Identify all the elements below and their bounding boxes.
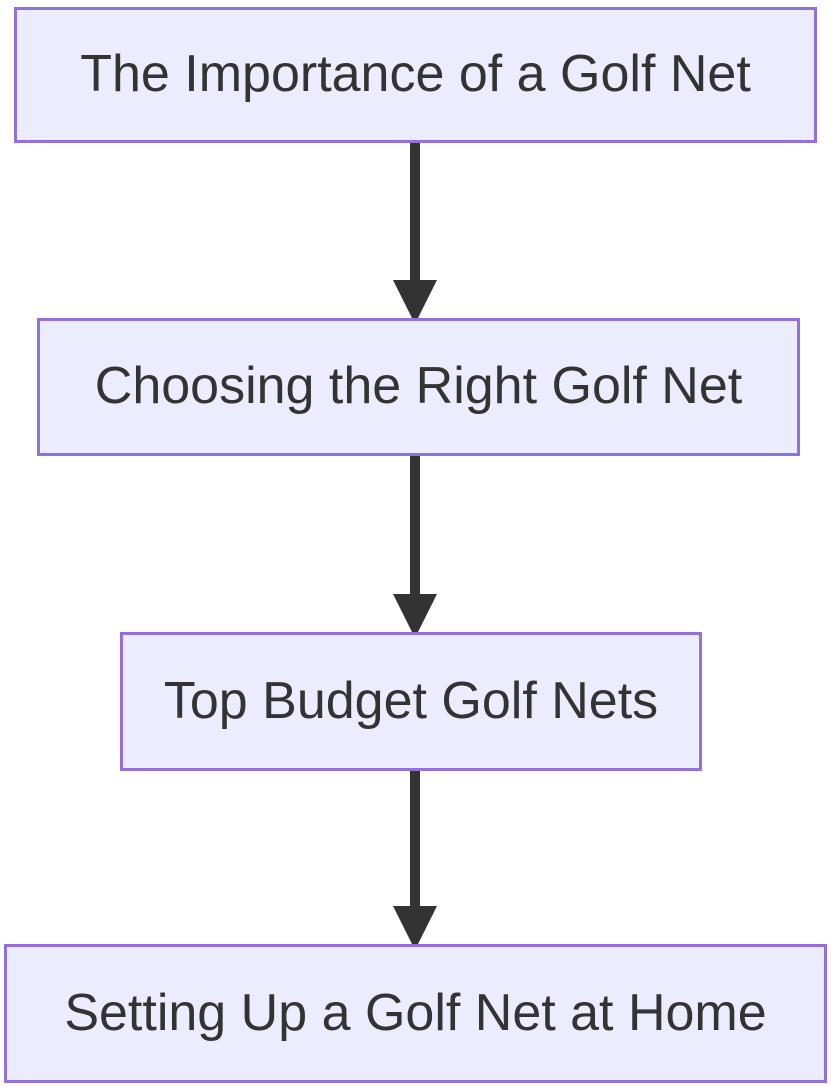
flowchart-node-setting-up: Setting Up a Golf Net at Home [4, 944, 827, 1083]
edge-b-to-c [391, 456, 439, 632]
edge-c-to-d [391, 771, 439, 944]
flowchart-node-top-budget: Top Budget Golf Nets [120, 632, 702, 771]
arrow-down-icon [393, 771, 437, 944]
node-label: Setting Up a Golf Net at Home [64, 983, 767, 1042]
node-label: Choosing the Right Golf Net [94, 357, 743, 416]
arrow-down-icon [393, 143, 437, 318]
arrow-down-icon [393, 456, 437, 632]
node-label: The Importance of a Golf Net [80, 45, 751, 104]
flowchart-node-choosing: Choosing the Right Golf Net [37, 318, 800, 456]
node-label: Top Budget Golf Nets [163, 671, 659, 730]
flowchart-node-importance: The Importance of a Golf Net [14, 7, 817, 143]
edge-a-to-b [391, 143, 439, 318]
